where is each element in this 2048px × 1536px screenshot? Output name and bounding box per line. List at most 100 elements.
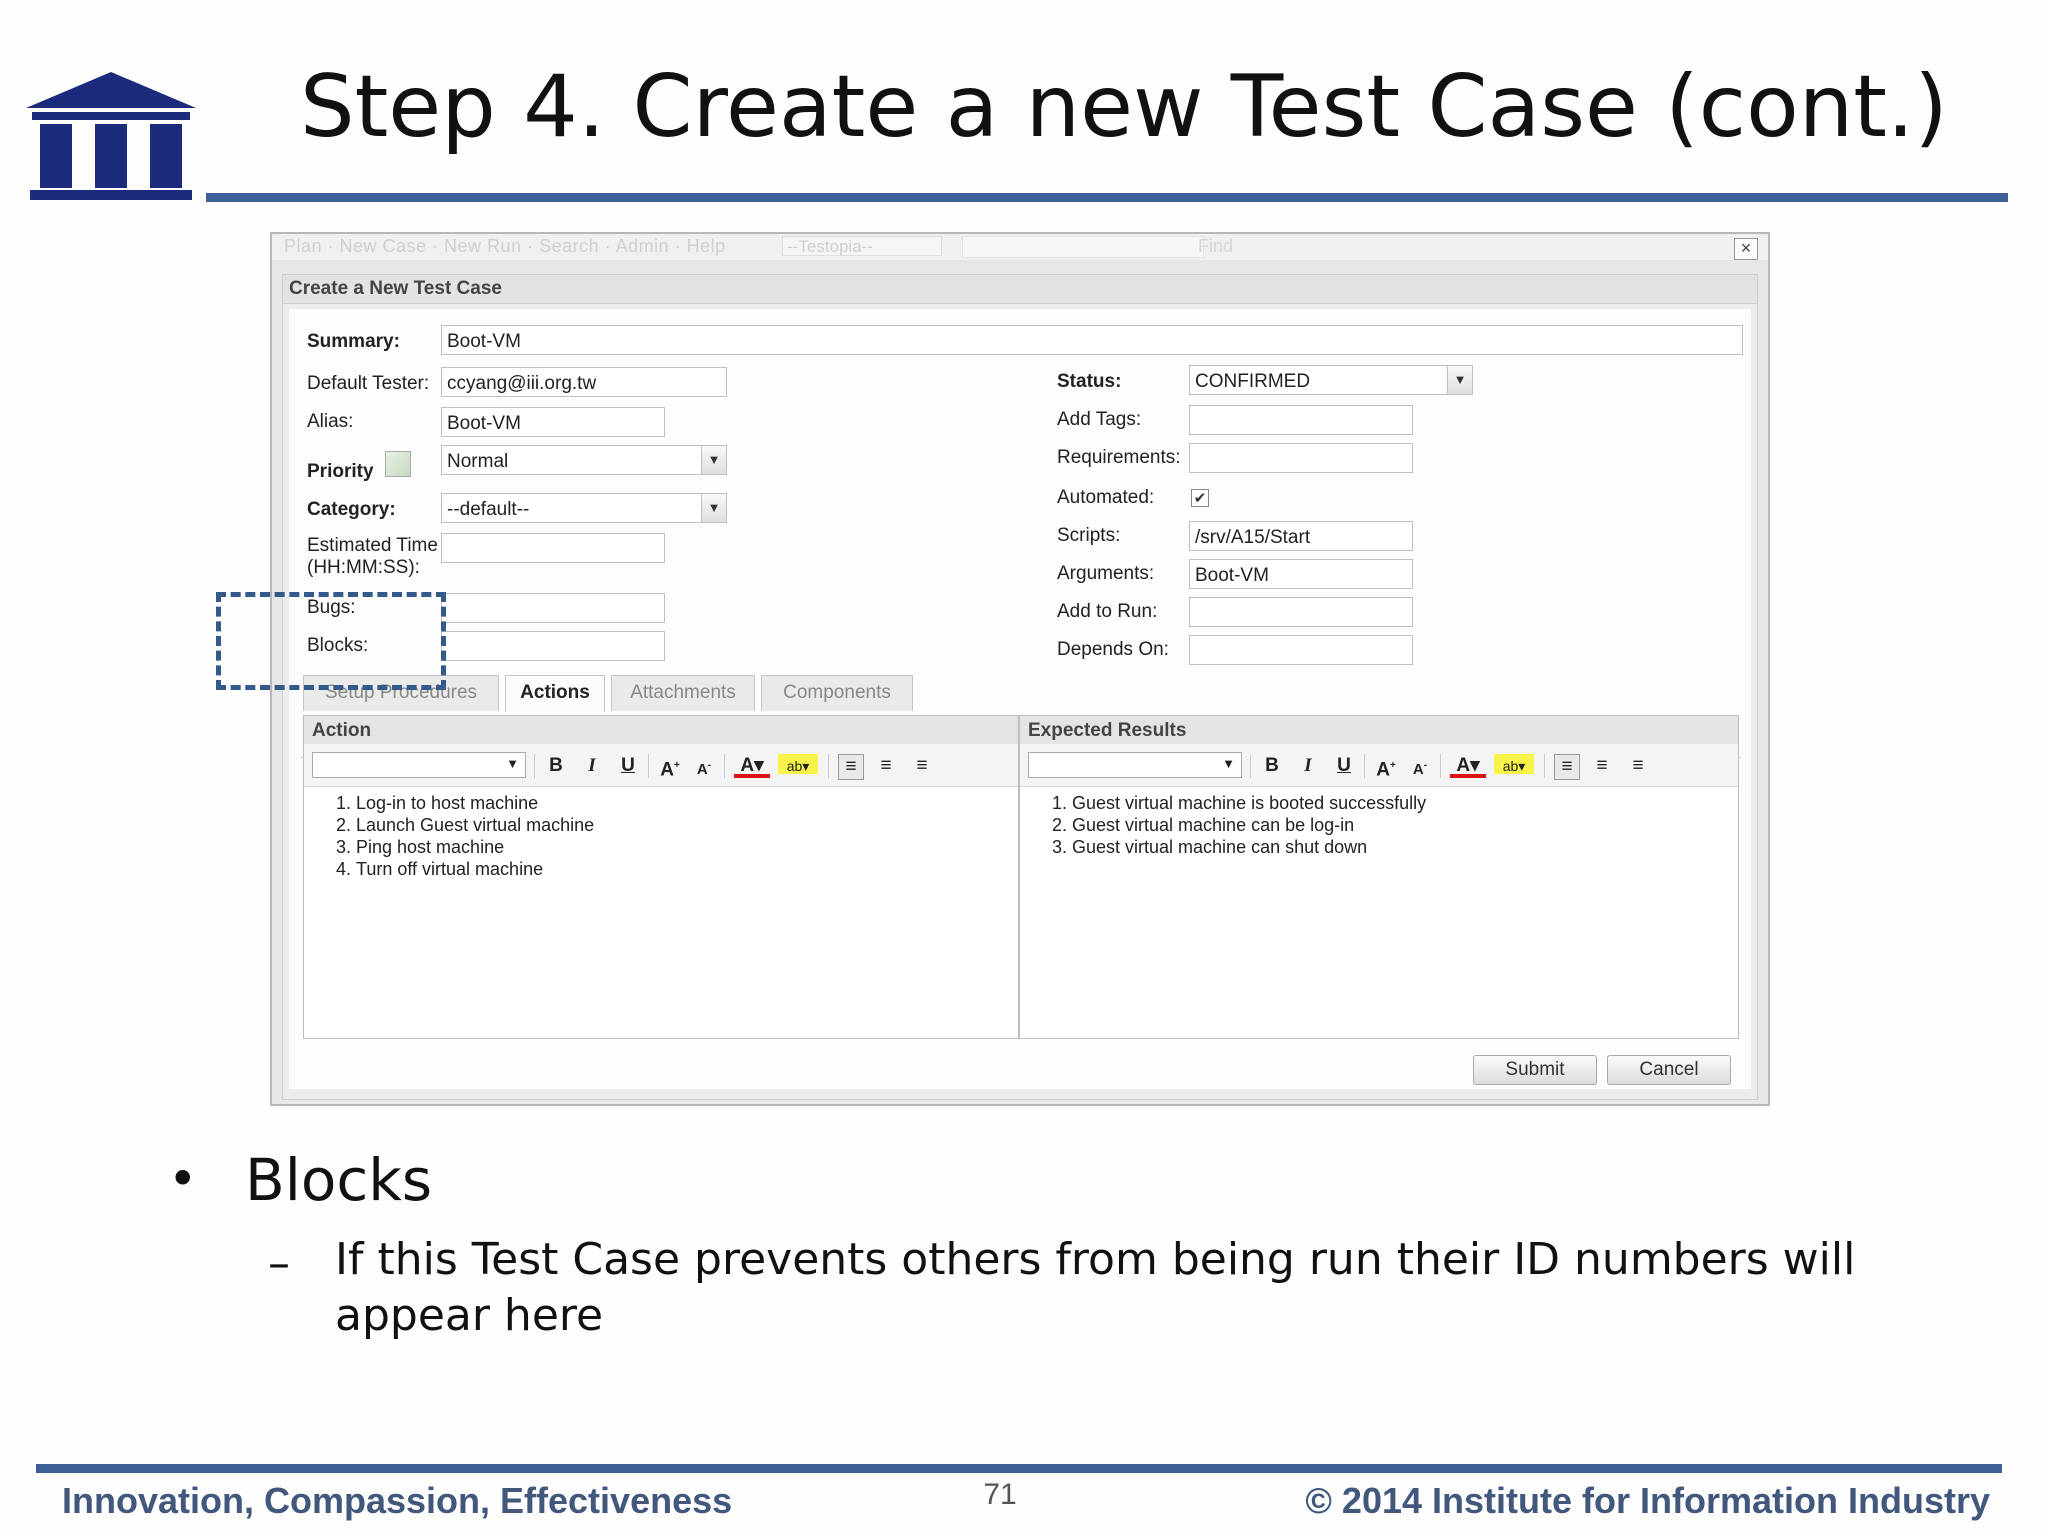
- font-shrink-icon[interactable]: A-: [1412, 760, 1428, 778]
- toolbar-separator: [1364, 754, 1365, 778]
- font-grow-icon[interactable]: A+: [660, 759, 680, 781]
- italic-icon[interactable]: I: [1304, 755, 1312, 776]
- add-to-run-label: Add to Run:: [1057, 601, 1158, 622]
- highlight-color-icon[interactable]: ab▾: [1494, 754, 1534, 774]
- bold-icon[interactable]: B: [1265, 755, 1279, 776]
- status-select[interactable]: CONFIRMED ▼: [1189, 365, 1473, 395]
- footer-rule: [36, 1464, 2002, 1473]
- action-editor: Action ▼ B I U A+ A- A▾ ab▾ ≡ ≡ ≡ Lo: [303, 715, 1019, 1039]
- find-input[interactable]: [962, 236, 1204, 258]
- arguments-label: Arguments:: [1057, 563, 1155, 584]
- app-nav[interactable]: Plan · New Case · New Run · Search · Adm…: [284, 236, 726, 256]
- default-tester-label: Default Tester:: [307, 373, 430, 394]
- tab-actions[interactable]: Actions: [505, 675, 605, 712]
- text-color-icon[interactable]: A▾: [734, 754, 770, 778]
- priority-select[interactable]: Normal ▼: [441, 445, 727, 475]
- blocks-input[interactable]: [441, 631, 665, 661]
- add-tags-input[interactable]: [1189, 405, 1413, 435]
- app-topbar: Plan · New Case · New Run · Search · Adm…: [272, 234, 1768, 260]
- align-center-icon[interactable]: ≡: [1596, 755, 1608, 776]
- find-button[interactable]: Find: [1198, 236, 1234, 256]
- align-center-icon[interactable]: ≡: [880, 755, 892, 776]
- automated-label: Automated:: [1057, 487, 1155, 508]
- tab-attachments[interactable]: Attachments: [611, 675, 755, 711]
- automated-checkbox[interactable]: ✔: [1191, 489, 1209, 507]
- italic-icon[interactable]: I: [588, 755, 596, 776]
- align-left-icon[interactable]: ≡: [838, 754, 864, 780]
- bold-icon[interactable]: B: [549, 755, 563, 776]
- list-item: Turn off virtual machine: [356, 858, 1018, 880]
- underline-icon[interactable]: U: [621, 755, 635, 776]
- dropdown-arrow-icon[interactable]: ▼: [506, 756, 519, 771]
- scripts-input[interactable]: /srv/A15/Start: [1189, 521, 1413, 551]
- footer-tagline: Innovation, Compassion, Effectiveness: [62, 1480, 733, 1521]
- expected-editor-header: Expected Results: [1020, 716, 1738, 745]
- submit-button[interactable]: Submit: [1473, 1055, 1597, 1085]
- toolbar-separator: [1544, 754, 1545, 778]
- depends-on-label: Depends On:: [1057, 639, 1169, 660]
- align-left-icon[interactable]: ≡: [1554, 754, 1580, 780]
- blocks-label: Blocks:: [307, 635, 369, 656]
- cancel-button[interactable]: Cancel: [1607, 1055, 1731, 1085]
- underline-icon[interactable]: U: [1337, 755, 1351, 776]
- dropdown-arrow-icon[interactable]: ▼: [701, 446, 726, 474]
- toolbar-separator: [828, 754, 829, 778]
- list-item: Log-in to host machine: [356, 792, 1018, 814]
- alias-input[interactable]: Boot-VM: [441, 407, 665, 437]
- requirements-input[interactable]: [1189, 443, 1413, 473]
- expected-list: Guest virtual machine is booted successf…: [1020, 792, 1738, 858]
- font-style-select[interactable]: ▼: [312, 752, 526, 778]
- product-select[interactable]: --Testopia--: [782, 236, 942, 256]
- expected-editor-body[interactable]: Guest virtual machine is booted successf…: [1020, 786, 1738, 1038]
- dropdown-arrow-icon[interactable]: ▼: [701, 494, 726, 522]
- toolbar-separator: [1440, 754, 1441, 778]
- estimated-time-input[interactable]: [441, 533, 665, 563]
- category-select[interactable]: --default-- ▼: [441, 493, 727, 523]
- slide-title: Step 4. Create a new Test Case (cont.): [300, 57, 1948, 157]
- scripts-label: Scripts:: [1057, 525, 1121, 546]
- toolbar-separator: [1250, 754, 1251, 778]
- summary-input[interactable]: Boot-VM: [441, 325, 1743, 355]
- estimated-time-format: (HH:MM:SS):: [307, 557, 420, 578]
- action-editor-title: Action: [312, 720, 372, 741]
- close-icon[interactable]: ×: [1734, 238, 1758, 260]
- image-placeholder-icon: [385, 451, 411, 477]
- list-item: Guest virtual machine is booted successf…: [1072, 792, 1738, 814]
- title-rule: [206, 193, 2008, 202]
- dropdown-arrow-icon[interactable]: ▼: [1447, 366, 1472, 394]
- font-grow-icon[interactable]: A+: [1376, 759, 1396, 781]
- font-shrink-icon[interactable]: A-: [696, 760, 712, 778]
- expected-results-editor: Expected Results ▼ B I U A+ A- A▾ ab▾ ≡ …: [1019, 715, 1739, 1039]
- priority-value: Normal: [447, 451, 509, 472]
- footer-copyright: © 2014 Institute for Information Industr…: [1300, 1480, 1990, 1522]
- sub-bullet-text: If this Test Case prevents others from b…: [335, 1234, 1856, 1341]
- category-label: Category:: [307, 499, 396, 520]
- depends-on-input[interactable]: [1189, 635, 1413, 665]
- list-item: Ping host machine: [356, 836, 1018, 858]
- highlight-color-icon[interactable]: ab▾: [778, 754, 818, 774]
- requirements-label: Requirements:: [1057, 447, 1181, 468]
- bugs-label: Bugs:: [307, 597, 356, 618]
- bullet-dot: •: [168, 1150, 198, 1208]
- bullet-blocks: Blocks: [245, 1146, 433, 1214]
- arguments-input[interactable]: Boot-VM: [1189, 559, 1413, 589]
- status-value: CONFIRMED: [1195, 371, 1311, 392]
- logo-building-icon: [26, 72, 196, 200]
- align-right-icon[interactable]: ≡: [916, 755, 928, 776]
- font-style-select[interactable]: ▼: [1028, 752, 1242, 778]
- dropdown-arrow-icon[interactable]: ▼: [1222, 756, 1235, 771]
- bugs-input[interactable]: [441, 593, 665, 623]
- text-color-icon[interactable]: A▾: [1450, 754, 1486, 778]
- action-toolbar: ▼ B I U A+ A- A▾ ab▾ ≡ ≡ ≡: [304, 744, 1018, 787]
- default-tester-input[interactable]: ccyang@iii.org.tw: [441, 367, 727, 397]
- toolbar-separator: [724, 754, 725, 778]
- copyright-icon: ©: [1305, 1480, 1342, 1521]
- estimated-time-label: Estimated Time: [307, 535, 438, 556]
- align-right-icon[interactable]: ≡: [1632, 755, 1644, 776]
- copyright-text: 2014 Institute for Information Industry: [1341, 1480, 1990, 1521]
- tab-components[interactable]: Components: [761, 675, 913, 711]
- alias-label: Alias:: [307, 411, 354, 432]
- expected-editor-title: Expected Results: [1028, 720, 1187, 741]
- add-to-run-input[interactable]: [1189, 597, 1413, 627]
- action-editor-body[interactable]: Log-in to host machine Launch Guest virt…: [304, 786, 1018, 1038]
